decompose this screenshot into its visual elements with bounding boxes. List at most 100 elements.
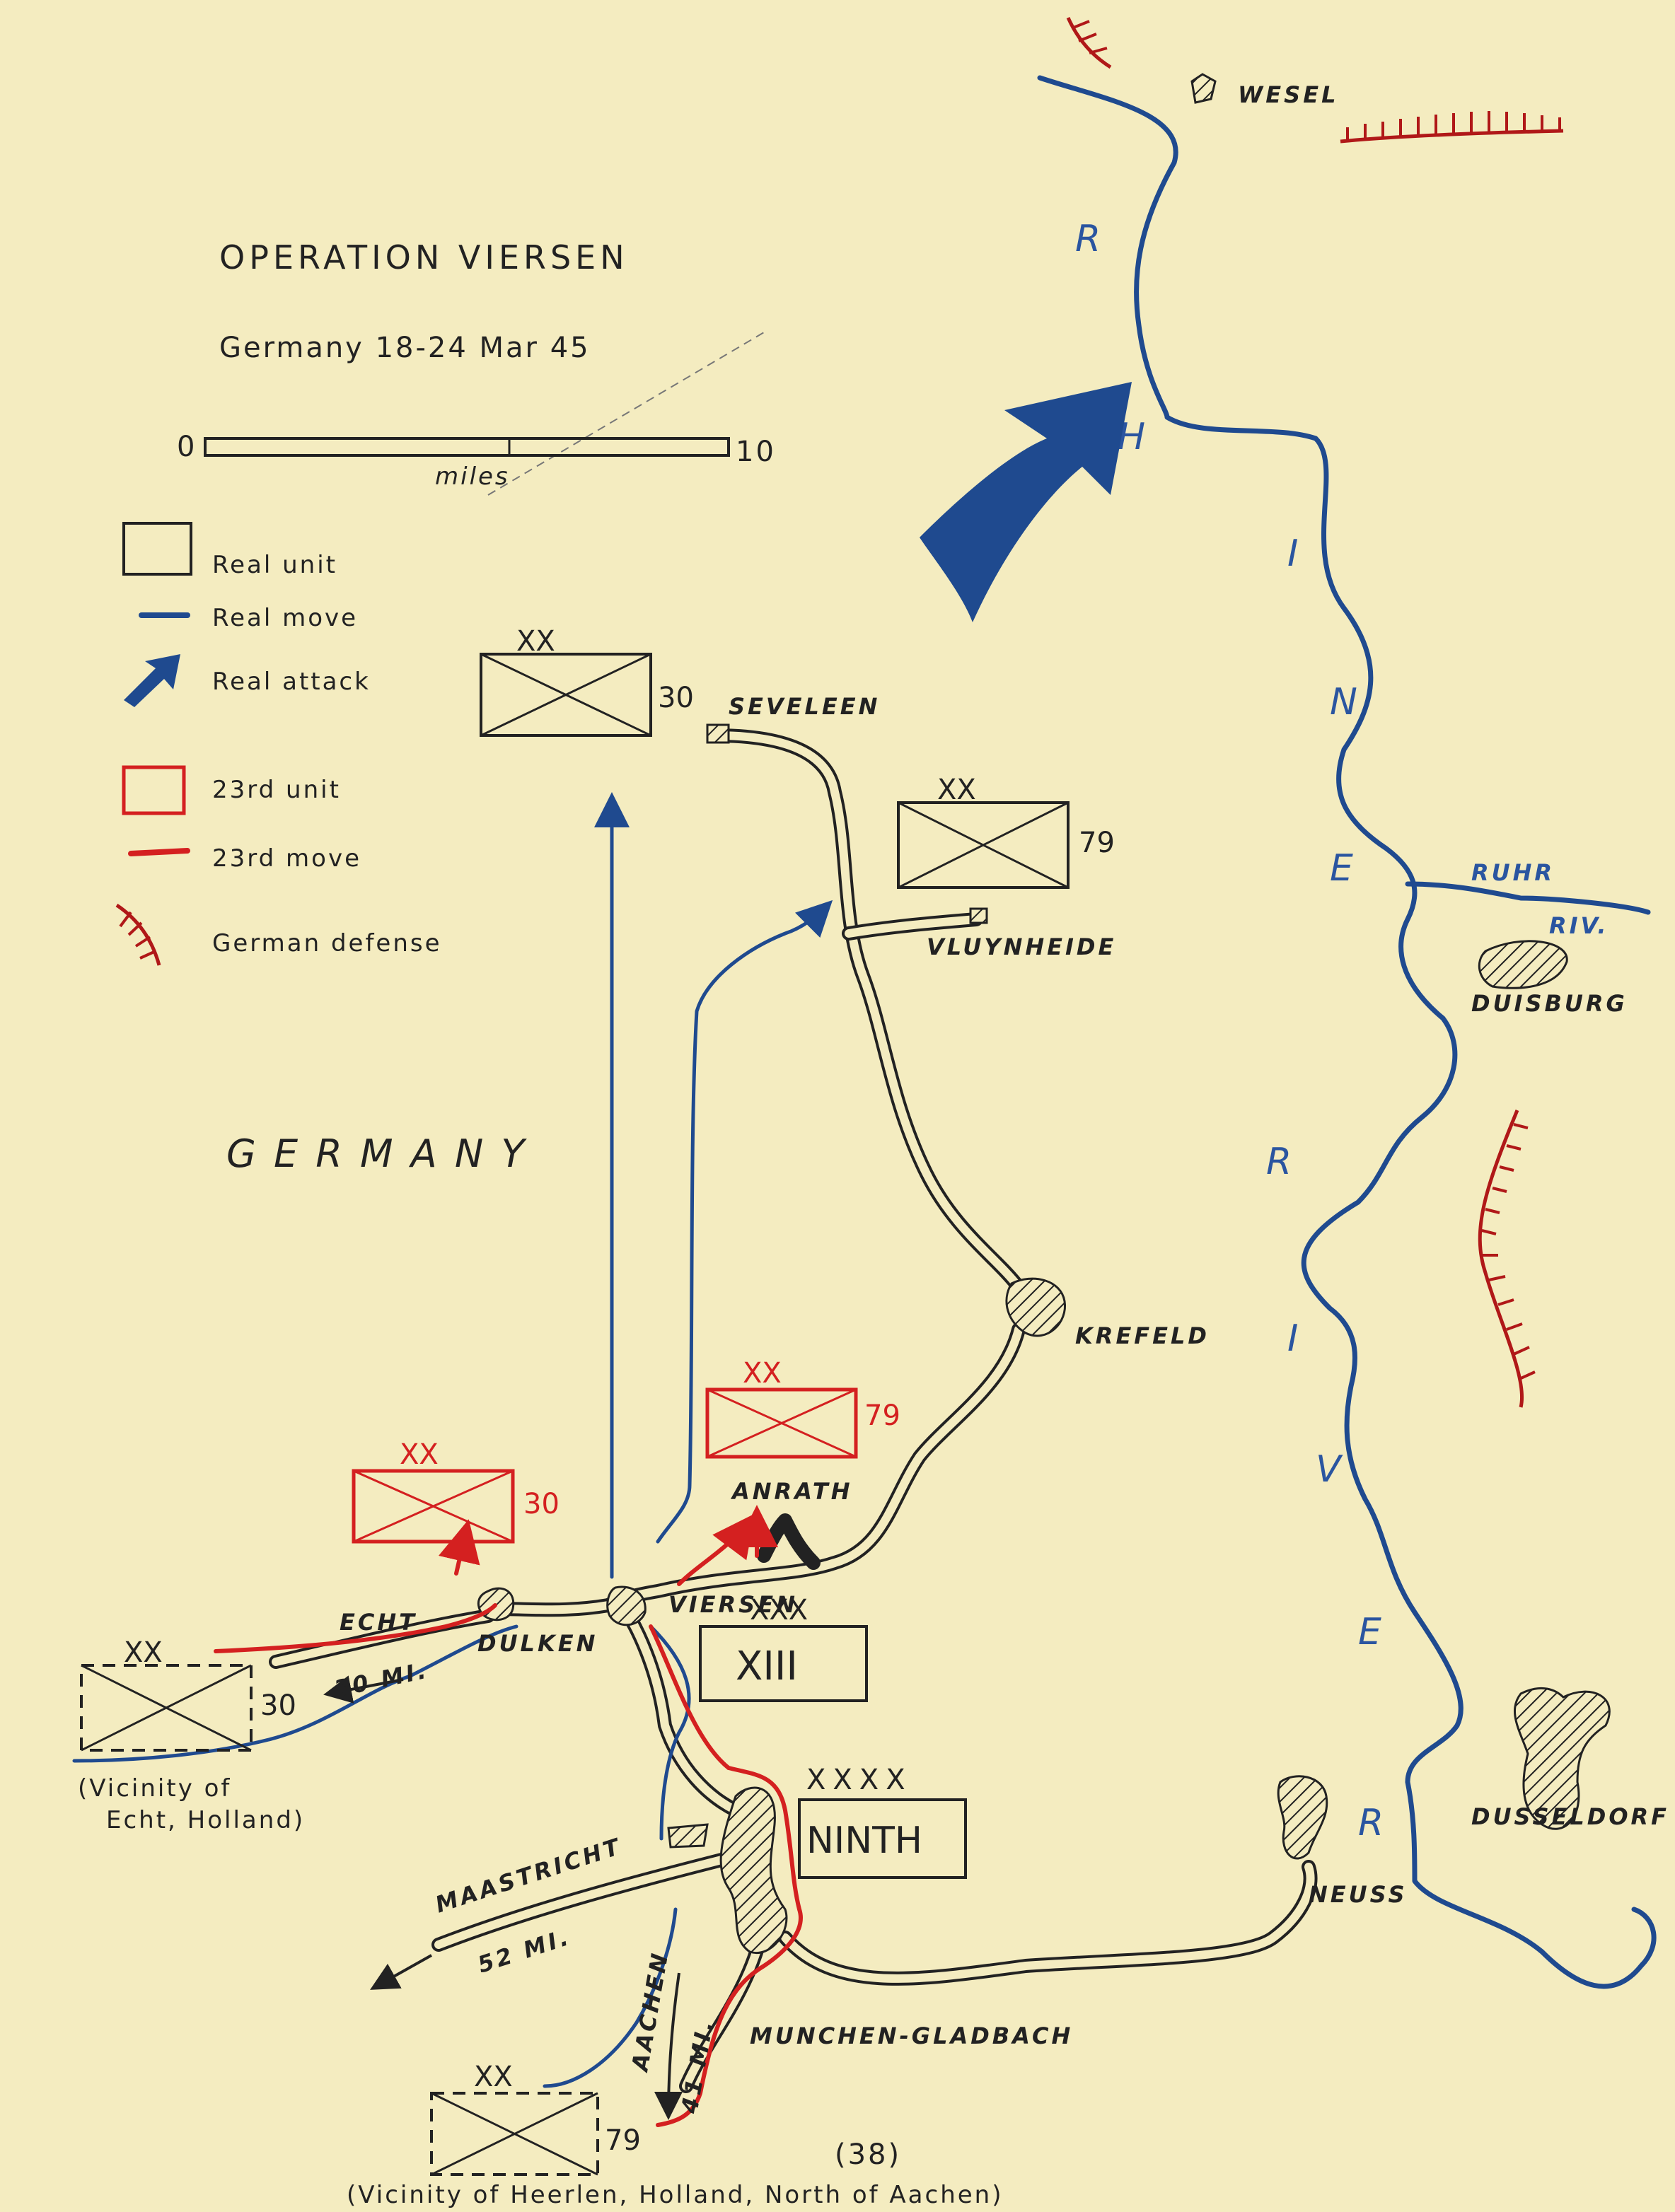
label-maastricht: MAASTRICHT xyxy=(432,1833,625,1919)
legend-23rd-move-symbol xyxy=(128,848,190,856)
rhine-river xyxy=(1037,75,1657,1989)
origin-unit-30: XX 30 xyxy=(80,1636,296,1752)
city-wesel xyxy=(1190,73,1217,104)
real-unit-79-num: 79 xyxy=(1079,827,1115,859)
real-move-from-echt xyxy=(72,1624,518,1763)
legend-german-defense-symbol xyxy=(115,903,161,966)
pencil-stroke xyxy=(487,332,765,496)
label-anrath: ANRATH xyxy=(730,1478,853,1505)
legend-real-unit: Real unit xyxy=(212,551,337,579)
label-wesel: WESEL xyxy=(1238,81,1338,108)
origin-unit-30-num: 30 xyxy=(260,1689,296,1722)
origin-unit-79-num: 79 xyxy=(605,2124,641,2157)
real-unit-79-size: XX xyxy=(937,774,976,806)
ruhr-label-1: RUHR xyxy=(1471,859,1555,886)
legend-real-attack: Real attack xyxy=(212,668,371,696)
scale-bar: 0 10 miles xyxy=(177,431,776,491)
note-echt-vicinity-2: Echt, Holland) xyxy=(106,1806,305,1834)
23rd-unit-30-size: XX xyxy=(400,1438,439,1471)
label-seveleen: SEVELEEN xyxy=(729,693,880,720)
page-number: (38) xyxy=(835,2138,901,2171)
svg-text:R: R xyxy=(1358,1802,1384,1844)
ruhr-label-2: RIV. xyxy=(1549,912,1609,939)
city-munchen-west xyxy=(667,1823,709,1849)
23rd-move-echt xyxy=(214,1603,497,1653)
rhine-river-label: R H I N E R I V E R xyxy=(1075,218,1384,1844)
origin-unit-30-size: XX xyxy=(124,1636,163,1669)
label-dulken: DULKEN xyxy=(477,1630,598,1657)
label-vluynheide: VLUYNHEIDE xyxy=(927,933,1116,960)
city-duisburg xyxy=(1478,940,1568,989)
arrow-to-maastricht xyxy=(370,1954,432,1990)
real-move-from-heerlen xyxy=(543,1907,678,2088)
label-munchen-gladbach: MUNCHEN-GLADBACH xyxy=(750,2022,1073,2049)
label-neuss: NEUSS xyxy=(1309,1881,1408,1908)
23rd-unit-30-num: 30 xyxy=(523,1488,560,1520)
svg-text:I: I xyxy=(1287,532,1298,575)
german-defense-wesel-west xyxy=(1066,16,1112,69)
corps-xiii-size: XXX xyxy=(750,1594,808,1626)
legend-23rd-unit: 23rd unit xyxy=(212,776,341,804)
army-ninth-label: NINTH xyxy=(806,1820,922,1862)
city-krefeld xyxy=(1005,1277,1067,1337)
svg-text:R: R xyxy=(1075,218,1101,260)
legend-real-unit-symbol xyxy=(122,522,192,576)
scale-start: 0 xyxy=(177,431,197,463)
real-unit-30-num: 30 xyxy=(658,682,694,714)
city-munchen-gladbach xyxy=(719,1786,788,1955)
german-defense-wesel-east xyxy=(1340,111,1564,144)
legend-23rd-move: 23rd move xyxy=(212,844,361,873)
23rd-unit-79-size: XX xyxy=(743,1357,782,1390)
label-aachen-distance: 41 MI. xyxy=(676,2016,719,2116)
legend-real-move: Real move xyxy=(212,604,358,632)
label-echt-distance: 30 MI. xyxy=(332,1656,431,1702)
scale-end: 10 xyxy=(736,436,776,468)
map-subtitle: Germany 18-24 Mar 45 xyxy=(219,332,591,364)
legend-23rd-unit-symbol xyxy=(122,765,186,815)
23rd-move-to-30 xyxy=(438,1519,480,1576)
legend-real-attack-symbol xyxy=(124,654,180,707)
city-neuss xyxy=(1277,1775,1328,1860)
svg-text:E: E xyxy=(1358,1611,1381,1653)
city-seveleen xyxy=(706,723,730,744)
arrow-to-echt-holland xyxy=(323,1675,404,1704)
23rd-unit-30: XX 30 xyxy=(352,1438,560,1544)
city-dusseldorf xyxy=(1513,1687,1611,1830)
23rd-unit-79: XX 79 xyxy=(705,1357,900,1459)
legend-german-defense: German defense xyxy=(212,929,442,957)
army-ninth-size: XXXX xyxy=(806,1764,912,1796)
city-viersen xyxy=(606,1585,647,1626)
origin-unit-79-size: XX xyxy=(474,2061,513,2093)
real-move-south xyxy=(649,1624,691,1841)
label-aachen: AACHEN xyxy=(626,1949,674,2075)
arrow-to-aachen xyxy=(654,1972,683,2120)
real-move-north-79 xyxy=(656,900,833,1544)
real-unit-79: XX 79 xyxy=(897,774,1115,889)
real-unit-30-size: XX xyxy=(516,625,555,658)
city-vluynheide xyxy=(969,907,988,924)
label-echt: ECHT xyxy=(340,1609,417,1636)
real-attack-arrow xyxy=(920,382,1132,622)
23rd-unit-79-num: 79 xyxy=(864,1399,900,1432)
corps-xiii-label: XIII xyxy=(736,1643,798,1689)
scale-unit: miles xyxy=(435,462,510,491)
map-title: OPERATION VIERSEN xyxy=(219,238,629,276)
origin-unit-79: XX 79 xyxy=(430,2061,641,2176)
german-defense-duisburg xyxy=(1478,1110,1536,1408)
real-unit-30: XX 30 xyxy=(480,625,694,737)
label-viersen: VIERSEN xyxy=(668,1591,798,1618)
ruhr-river xyxy=(1405,881,1651,915)
army-ninth: XXXX NINTH xyxy=(798,1764,967,1879)
label-dusseldorf: DUSSELDORF xyxy=(1471,1803,1669,1830)
note-echt-vicinity-1: (Vicinity of xyxy=(78,1774,231,1803)
svg-text:I: I xyxy=(1287,1317,1298,1360)
corps-xiii: XXX XIII xyxy=(699,1594,868,1702)
label-duisburg: DUISBURG xyxy=(1471,990,1628,1017)
svg-text:R: R xyxy=(1266,1141,1292,1183)
svg-text:N: N xyxy=(1330,681,1357,723)
svg-text:E: E xyxy=(1330,847,1353,890)
svg-text:V: V xyxy=(1316,1448,1343,1491)
label-krefeld: KREFELD xyxy=(1075,1322,1210,1349)
label-germany: G E R M A N Y xyxy=(226,1131,527,1176)
